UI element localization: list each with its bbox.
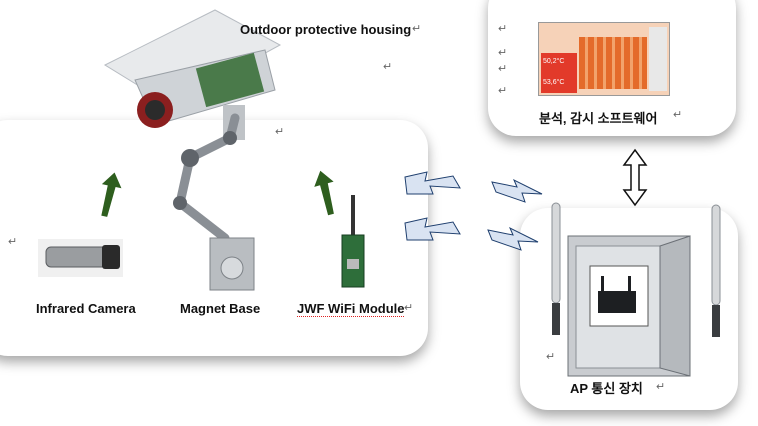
paragraph-mark-icon: ↵ bbox=[275, 126, 285, 138]
arrow-wifi-up bbox=[314, 170, 334, 216]
camera-label: Infrared Camera bbox=[36, 301, 136, 316]
temperature-readout-2: 53,6°C bbox=[543, 79, 565, 86]
ap-cabinet-image bbox=[567, 235, 691, 377]
antenna-right-image bbox=[711, 204, 721, 337]
antenna-left-image bbox=[551, 202, 561, 335]
magnet-label: Magnet Base bbox=[180, 301, 261, 316]
paragraph-mark-icon: ↵ bbox=[498, 85, 508, 97]
double-arrow-icon bbox=[622, 148, 648, 207]
paragraph-mark-icon: ↵ bbox=[8, 236, 18, 248]
paragraph-mark-icon: ↵ bbox=[498, 23, 508, 35]
paragraph-mark-icon: ↵ bbox=[656, 381, 666, 393]
ap-label: AP 통신 장치 bbox=[570, 381, 643, 396]
readout-panel bbox=[541, 53, 577, 93]
software-screenshot: 50,2°C 53,6°C bbox=[538, 22, 670, 96]
software-label: 분석, 감시 소프트웨어 bbox=[539, 111, 658, 126]
side-panel bbox=[649, 27, 667, 91]
lightning-icon bbox=[404, 171, 461, 195]
lightning-icon bbox=[491, 178, 543, 203]
paragraph-mark-icon: ↵ bbox=[498, 63, 508, 75]
wifi-label: JWF WiFi Module bbox=[297, 301, 405, 317]
lightning-icon bbox=[404, 217, 461, 241]
magnet-arm-image bbox=[173, 113, 240, 243]
paragraph-mark-icon: ↵ bbox=[404, 302, 414, 314]
paragraph-mark-icon: ↵ bbox=[673, 109, 683, 121]
temperature-readout-1: 50,2°C bbox=[543, 58, 565, 65]
housing-label: Outdoor protective housing bbox=[240, 22, 412, 37]
paragraph-mark-icon: ↵ bbox=[412, 23, 422, 35]
lightning-icon bbox=[487, 226, 539, 251]
paragraph-mark-icon: ↵ bbox=[546, 351, 556, 363]
arrow-camera-up bbox=[101, 172, 122, 217]
wifi-module-image bbox=[341, 195, 365, 288]
infrared-camera-image bbox=[38, 239, 123, 277]
heatmap-area bbox=[579, 37, 647, 89]
magnet-base-image bbox=[209, 237, 255, 291]
outdoor-housing-image bbox=[103, 9, 282, 140]
paragraph-mark-icon: ↵ bbox=[383, 61, 393, 73]
paragraph-mark-icon: ↵ bbox=[498, 47, 508, 59]
